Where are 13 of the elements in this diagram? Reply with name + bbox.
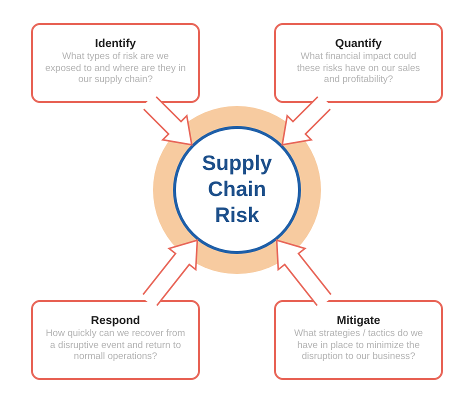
callout-text: How quickly can we recover from a disruptive event and return to normall operations? [45,328,186,362]
callout-text: What financial impact could these risks have on our sales and profitability? [296,51,422,86]
callout-title: Identify [95,38,136,51]
center-title: Supply Chain Risk [200,150,273,230]
callout-box [31,23,200,103]
callout-title: Respond [90,315,140,328]
callout-box [274,300,443,380]
callout-box [31,300,200,380]
callout-title: Mitigate [336,315,380,328]
callout-title: Quantify [335,38,382,51]
callout-text: What types of risk are we exposed to and where are they in our supply chain? [45,51,186,86]
callout-text: What strategies / tactics do we have in place to minimize the disruption to our business? [293,328,424,362]
callout-box [274,23,443,103]
